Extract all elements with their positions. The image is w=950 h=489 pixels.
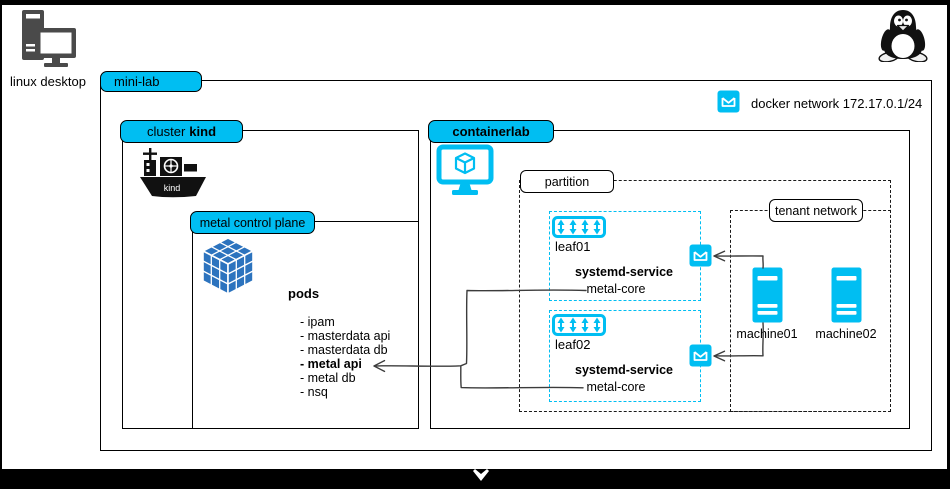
cluster-kind-tab: cluster kind [120, 120, 243, 143]
frame-right-bar [947, 0, 950, 469]
leaf01-service-label: systemd-service [575, 265, 673, 279]
metal-control-plane-tab: metal control plane [190, 211, 315, 234]
desktop-computer-icon [22, 10, 76, 67]
leaf01-metal-core-label: metal-core [586, 282, 646, 296]
pod-item-metal-api: - metal api [300, 357, 362, 371]
machine01-label: machine01 [736, 327, 798, 341]
minilab-tab: mini-lab [100, 71, 202, 92]
containerlab-tab: containerlab [428, 120, 554, 143]
cluster-kind-tab-prefix: cluster [146, 124, 186, 139]
docker-network-label: docker network 172.17.0.1/24 [751, 96, 923, 111]
leaf02-service-label: systemd-service [575, 363, 673, 377]
minilab-group-box [100, 80, 932, 451]
cluster-kind-tab-name: kind [189, 124, 217, 139]
containerlab-box [430, 130, 910, 429]
leaf01-switch-icon [552, 216, 606, 238]
metal-control-plane-tab-label: metal control plane [199, 215, 306, 230]
pods-list: - ipam - masterdata api - masterdata db … [300, 315, 390, 399]
machine01-icon [752, 267, 783, 323]
pod-item-masterdata-api: - masterdata api [300, 329, 391, 343]
docker-bridge-icon-leaf02 [689, 344, 712, 367]
kind-ship-icon: kind [140, 148, 206, 198]
docker-bridge-icon-leaf01 [689, 244, 712, 267]
cube-icon [202, 237, 254, 295]
pod-item-nsq: - nsq [300, 385, 328, 399]
leaf02-metal-core-label: metal-core [586, 380, 646, 394]
frame-bottom-bar [0, 469, 950, 489]
tenant-network-label: tenant network [769, 199, 863, 222]
containerlab-tab-label: containerlab [452, 124, 530, 139]
tux-icon [878, 10, 928, 62]
frame-left-bar [0, 0, 2, 469]
pod-item-metal-db: - metal db [300, 371, 356, 385]
pod-item-ipam: - ipam [300, 315, 335, 329]
machine02-icon [831, 267, 862, 323]
pod-item-masterdata-db: - masterdata db [300, 343, 388, 357]
machine02-label: machine02 [815, 327, 877, 341]
docker-network-icon [717, 90, 740, 113]
minilab-tab-label: mini-lab [114, 74, 160, 89]
containerlab-monitor-icon [436, 144, 494, 195]
pods-title: pods [288, 286, 320, 301]
leaf01-name: leaf01 [555, 239, 591, 254]
kind-ship-text: kind [164, 183, 181, 193]
bottom-scroll-arrow-icon [473, 469, 489, 481]
leaf02-switch-icon [552, 314, 606, 336]
partition-label: partition [520, 170, 614, 193]
leaf02-name: leaf02 [555, 337, 591, 352]
linux-desktop-label: linux desktop [10, 74, 86, 89]
frame-top-bar [0, 0, 950, 5]
